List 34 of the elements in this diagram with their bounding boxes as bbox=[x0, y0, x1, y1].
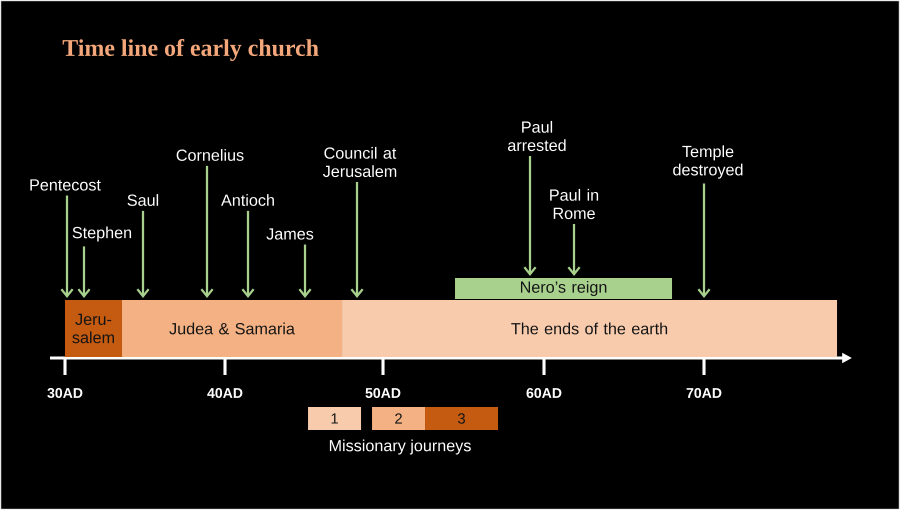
tick-label: 40AD bbox=[207, 388, 242, 398]
event-label: Paul in Rome bbox=[550, 188, 598, 220]
event-label: Pentecost bbox=[30, 179, 101, 191]
arrow bbox=[298, 244, 312, 298]
event-label: Saul bbox=[128, 194, 158, 206]
title: Time line of early church bbox=[62, 39, 319, 61]
arrow bbox=[524, 156, 537, 276]
period-band: The ends of the earth bbox=[342, 300, 838, 357]
journey-box: 1 bbox=[308, 406, 362, 430]
arrow bbox=[242, 210, 254, 298]
tick-label: 30AD bbox=[47, 388, 82, 398]
event-label: Paul arrested bbox=[508, 120, 566, 152]
journey-box: 2 bbox=[372, 406, 426, 430]
arrow bbox=[568, 224, 581, 276]
event-label: Council at Jerusalem bbox=[322, 146, 396, 178]
event-label: Stephen bbox=[72, 226, 132, 242]
tick-label: 50AD bbox=[365, 388, 400, 398]
arrow bbox=[78, 246, 90, 298]
arrow bbox=[60, 196, 74, 298]
reign-bar: Nero’s reign bbox=[455, 278, 672, 299]
arrow bbox=[136, 210, 150, 298]
event-label: Cornelius bbox=[176, 149, 244, 161]
arrow bbox=[200, 166, 214, 298]
group-label: Missionary journeys bbox=[330, 439, 471, 455]
event-label: James bbox=[266, 228, 314, 240]
period-band: Judea & Samaria bbox=[122, 300, 342, 357]
arrow bbox=[350, 182, 364, 298]
arrow bbox=[698, 184, 711, 298]
tick-label: 60AD bbox=[526, 388, 562, 398]
event-label: Temple destroyed bbox=[673, 145, 742, 179]
event-label: Antioch bbox=[221, 194, 274, 206]
tick-label: 70AD bbox=[686, 388, 722, 398]
period-band: Jeru- salem bbox=[65, 300, 122, 357]
journey-box: 3 bbox=[425, 406, 498, 430]
